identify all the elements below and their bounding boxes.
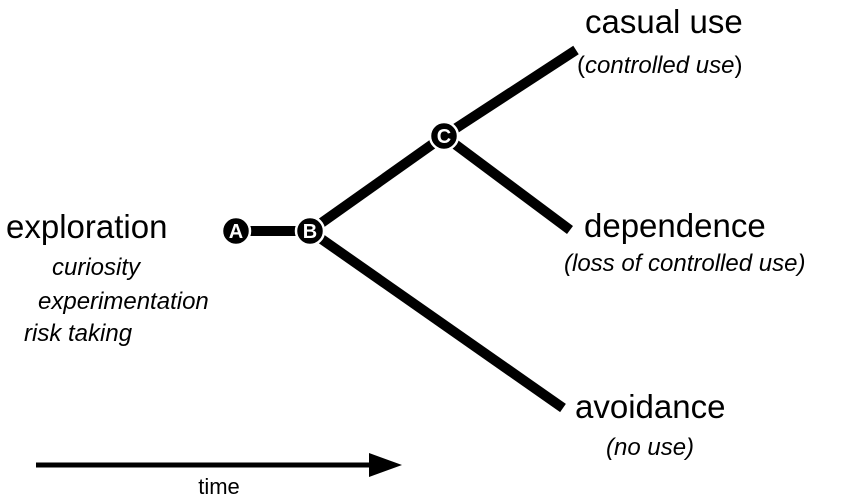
- node-b: B: [294, 215, 326, 247]
- node-b-label: B: [303, 221, 317, 243]
- start-title: exploration: [6, 208, 167, 245]
- start-trait-1: curiosity: [52, 254, 142, 281]
- outcome-casual-detail: (controlled use): [577, 52, 742, 79]
- time-arrow-head: [369, 453, 402, 477]
- outcome-casual-paren-close: ): [734, 52, 742, 79]
- outcome-casual-paren-open: (: [577, 52, 585, 79]
- outcome-avoidance-detail: (no use): [606, 434, 694, 461]
- node-c-label: C: [437, 126, 451, 148]
- outcome-casual-detail-text: controlled use: [585, 52, 734, 79]
- outcome-dependence-title: dependence: [584, 207, 766, 244]
- node-a-circle: [220, 215, 252, 247]
- start-trait-2: experimentation: [38, 288, 209, 315]
- node-a: A: [220, 215, 252, 247]
- node-b-circle: [294, 215, 326, 247]
- node-c: C: [428, 120, 460, 152]
- edge-c-casual: [441, 45, 579, 141]
- edge-b-avoidance: [307, 226, 566, 413]
- node-c-circle: [428, 120, 460, 152]
- node-a-label: A: [229, 221, 243, 243]
- outcome-dependence-detail: (loss of controlled use): [564, 250, 805, 277]
- time-axis-label: time: [198, 474, 240, 499]
- edge-c-dependence: [441, 131, 573, 235]
- start-trait-3: risk taking: [24, 320, 133, 347]
- edge-b-c: [307, 131, 447, 236]
- arrow-right-icon: [36, 453, 402, 477]
- outcome-avoidance-title: avoidance: [575, 388, 725, 425]
- outcome-casual-title: casual use: [585, 3, 743, 40]
